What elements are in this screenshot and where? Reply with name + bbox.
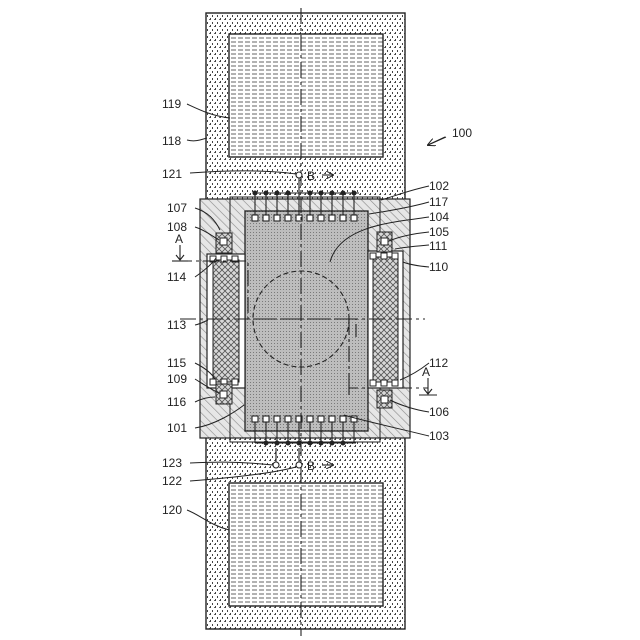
label-117: 117 [429,195,448,209]
top-pad [229,34,383,157]
label-121: 121 [162,167,182,181]
label-109: 109 [167,372,187,386]
label-107: 107 [167,201,187,215]
label-123: 123 [162,456,182,470]
label-120: 120 [162,503,182,517]
section-b-bottom: B [307,459,315,473]
label-103: 103 [429,429,449,443]
label-104: 104 [429,210,449,224]
ref-arrow [428,137,446,145]
label-112: 112 [429,356,448,370]
section-a-left: A [175,232,183,246]
label-110: 110 [429,260,448,274]
left-electrode-bar [207,254,245,388]
label-100: 100 [452,126,472,140]
label-111: 111 [429,239,448,253]
section-b-top: B [307,169,315,183]
bottom-pad [229,483,383,606]
label-106: 106 [429,405,449,419]
label-114: 114 [167,270,186,284]
section-a-right: A [422,365,430,379]
label-118: 118 [162,134,181,148]
label-102: 102 [429,179,449,193]
label-119: 119 [162,97,181,111]
label-101: 101 [167,421,187,435]
label-115: 115 [167,356,186,370]
label-113: 113 [167,318,186,332]
label-116: 116 [167,395,186,409]
label-105: 105 [429,225,449,239]
label-122: 122 [162,474,182,488]
